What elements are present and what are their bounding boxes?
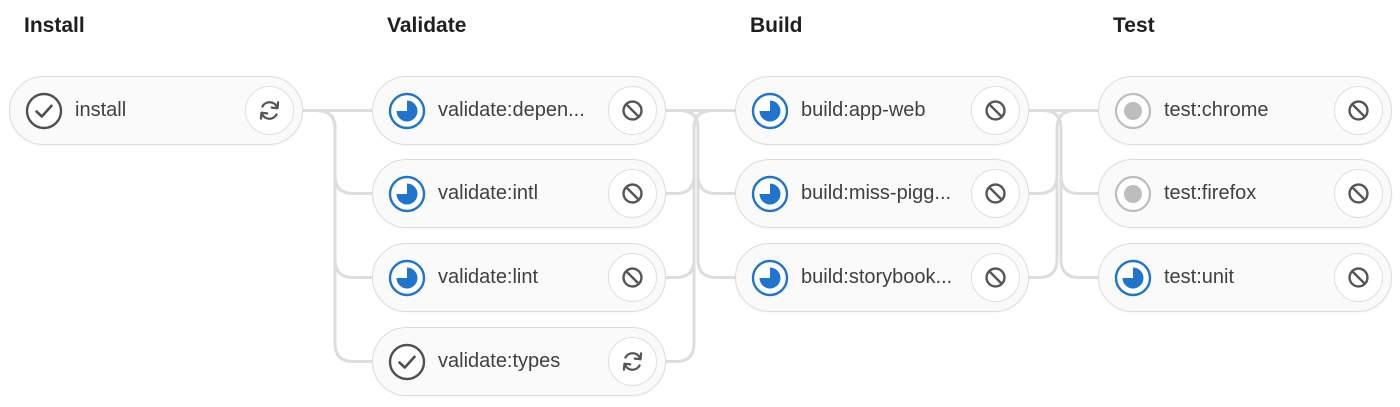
job-name[interactable]: build:app-web [801, 99, 926, 121]
job-name[interactable]: install [75, 99, 127, 121]
job-name[interactable]: validate:depen... [438, 99, 585, 121]
retry-button[interactable] [608, 337, 657, 386]
connector-merge [1029, 109, 1076, 195]
running-icon [388, 175, 426, 213]
job-test-firefox[interactable]: test:firefox [1098, 159, 1392, 228]
connector-merge [666, 109, 713, 363]
stage-title-test: Test [1113, 14, 1155, 37]
job-build-app-web[interactable]: build:app-web [735, 76, 1029, 145]
stage-title-validate: Validate [387, 14, 467, 37]
stage-title-build: Build [750, 14, 803, 37]
cancel-button[interactable] [971, 169, 1020, 218]
pending-icon [1114, 92, 1152, 130]
cancel-button[interactable] [1334, 86, 1383, 135]
stage-title-install: Install [24, 14, 85, 37]
job-name[interactable]: validate:intl [438, 182, 539, 204]
job-test-chrome[interactable]: test:chrome [1098, 76, 1392, 145]
running-icon [751, 92, 789, 130]
job-build-storybook[interactable]: build:storybook... [735, 243, 1029, 312]
running-icon [751, 259, 789, 297]
check-circle-icon [388, 343, 426, 381]
connector-fan [1042, 109, 1098, 195]
check-circle-icon [25, 92, 63, 130]
job-name[interactable]: test:chrome [1164, 99, 1269, 121]
connector-fan [316, 109, 372, 195]
cancel-button[interactable] [608, 86, 657, 135]
running-icon [388, 92, 426, 130]
cancel-button[interactable] [608, 169, 657, 218]
cancel-button[interactable] [1334, 169, 1383, 218]
job-test-unit[interactable]: test:unit [1098, 243, 1392, 312]
connector-fan [679, 109, 735, 279]
job-install[interactable]: install [9, 76, 303, 145]
cancel-button[interactable] [971, 86, 1020, 135]
job-build-miss-pigg[interactable]: build:miss-pigg... [735, 159, 1029, 228]
connector-fan [679, 109, 735, 195]
cancel-button[interactable] [1334, 253, 1383, 302]
connector-merge [1029, 109, 1076, 279]
job-name[interactable]: build:miss-pigg... [801, 182, 952, 204]
job-name[interactable]: validate:lint [438, 266, 539, 288]
running-icon [388, 259, 426, 297]
cancel-button[interactable] [608, 253, 657, 302]
job-validate-types[interactable]: validate:types [372, 327, 666, 396]
connector-fan [1042, 109, 1098, 279]
pending-icon [1114, 175, 1152, 213]
job-name[interactable]: test:firefox [1164, 182, 1257, 204]
running-icon [751, 175, 789, 213]
job-validate-lint[interactable]: validate:lint [372, 243, 666, 312]
job-validate-intl[interactable]: validate:intl [372, 159, 666, 228]
job-name[interactable]: build:storybook... [801, 266, 953, 288]
retry-button[interactable] [245, 86, 294, 135]
connector-fan [316, 109, 372, 363]
job-validate-depen[interactable]: validate:depen... [372, 76, 666, 145]
running-icon [1114, 259, 1152, 297]
cancel-button[interactable] [971, 253, 1020, 302]
connector-merge [666, 109, 713, 195]
job-name[interactable]: validate:types [438, 350, 561, 372]
job-name[interactable]: test:unit [1164, 266, 1235, 288]
